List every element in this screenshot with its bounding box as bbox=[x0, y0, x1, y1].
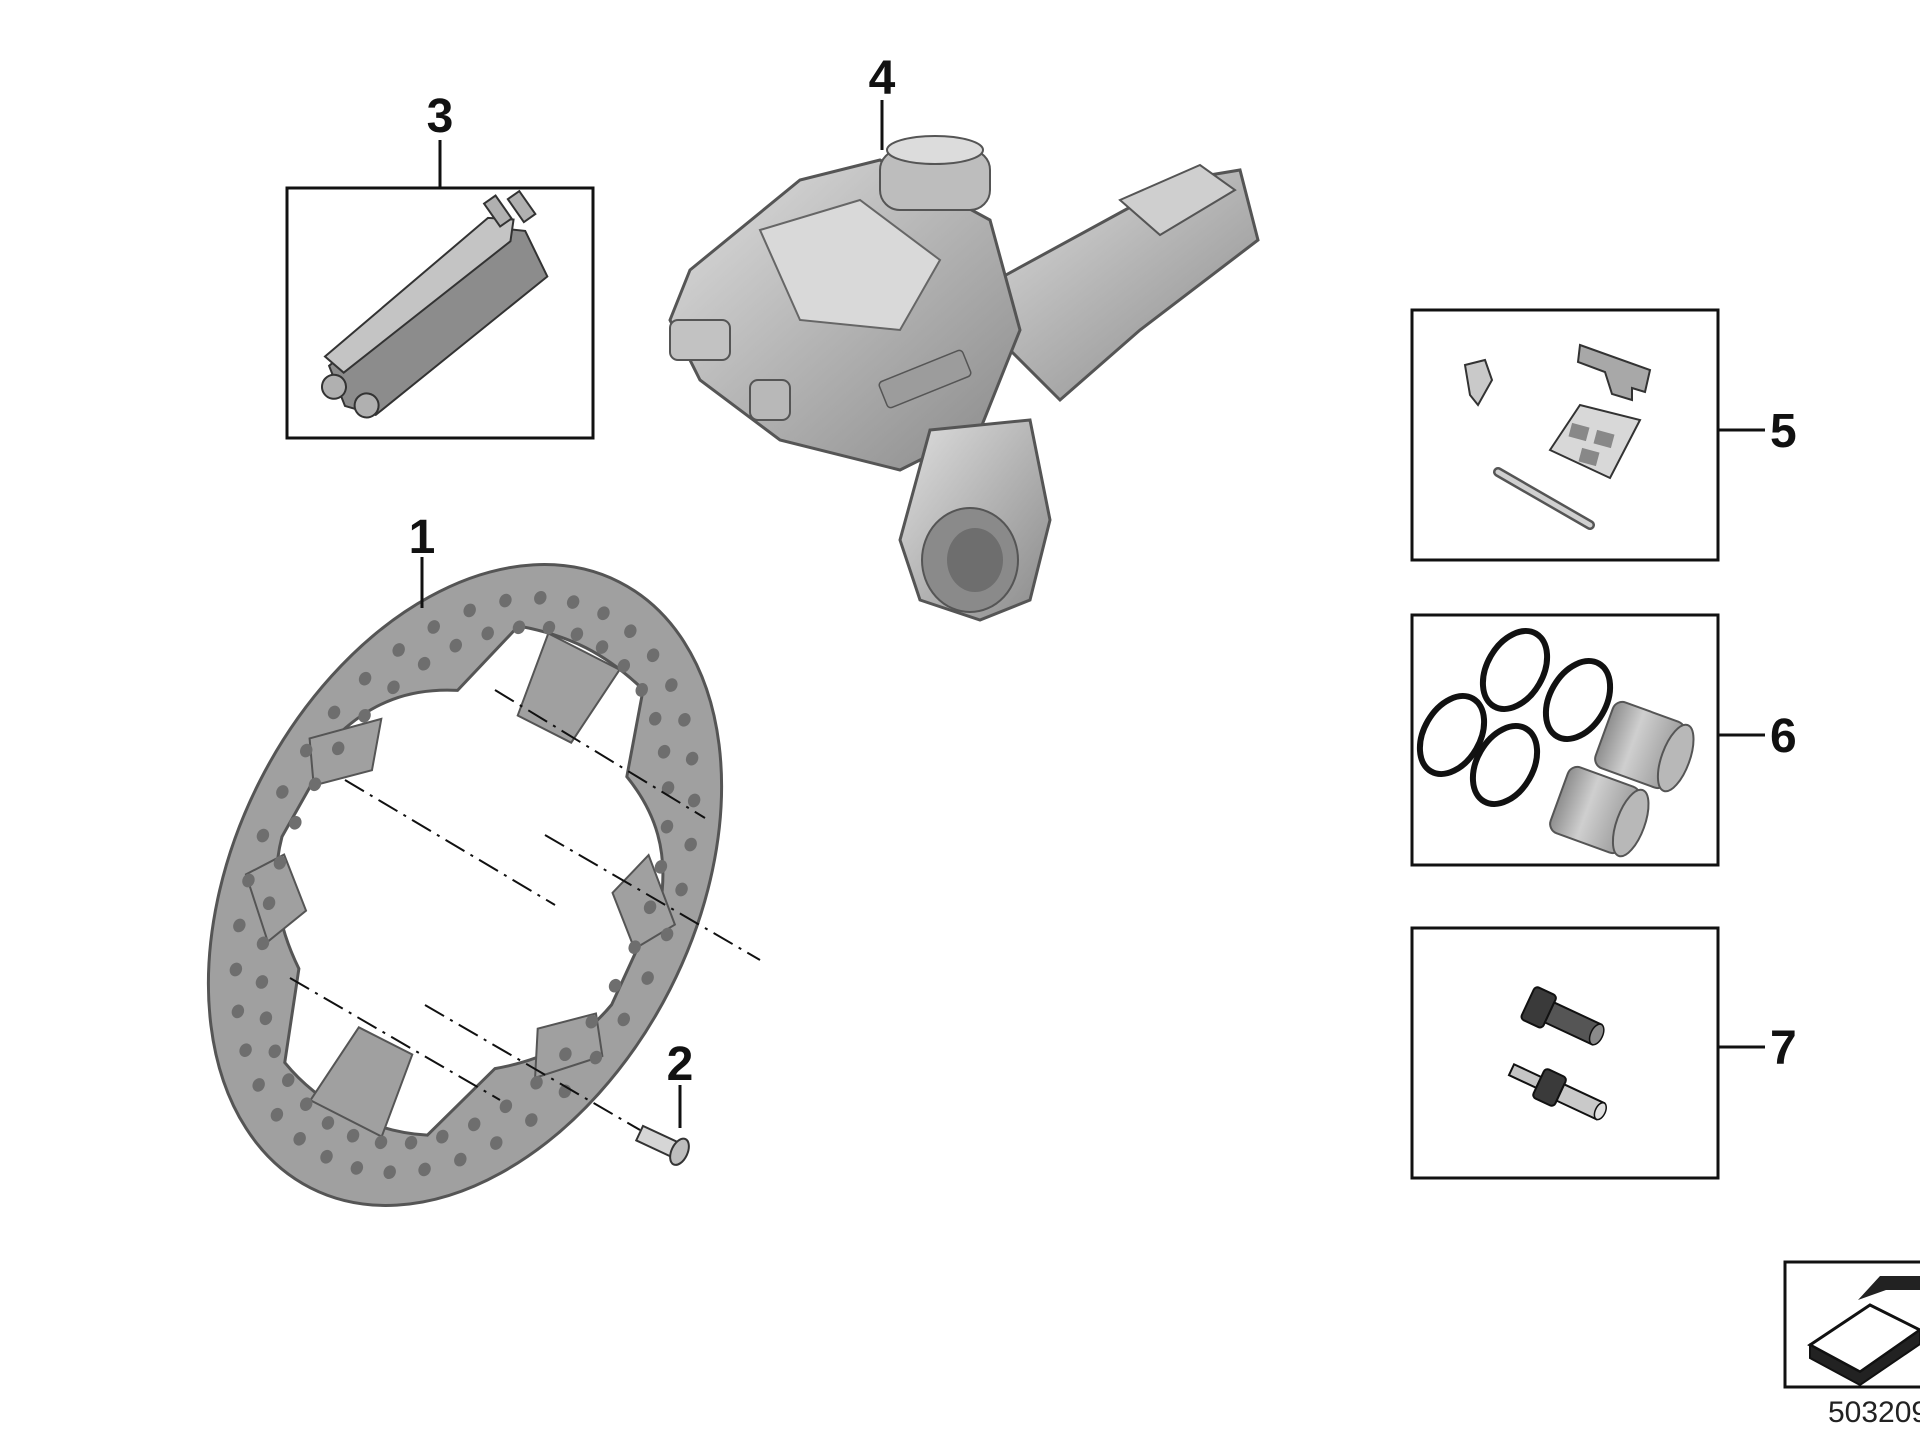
rotor-drill-hole bbox=[585, 1014, 598, 1029]
rotor-drill-hole bbox=[229, 962, 243, 977]
rotor-drill-hole bbox=[641, 971, 654, 985]
rotor-drill-hole bbox=[293, 1131, 306, 1146]
rotor-drill-hole bbox=[233, 918, 246, 933]
rotor-drill-hole bbox=[404, 1135, 418, 1150]
callout-4: 4 bbox=[869, 52, 896, 105]
brake-caliper bbox=[668, 135, 1260, 622]
rotor-drill-hole bbox=[332, 741, 345, 756]
rotor-drill-hole bbox=[684, 837, 697, 852]
callout-5: 5 bbox=[1770, 405, 1797, 458]
rotor-drill-hole bbox=[252, 1078, 265, 1092]
rotor-drill-hole bbox=[463, 603, 476, 618]
hardware-kit-box bbox=[1410, 308, 1720, 562]
rotor-drill-hole bbox=[256, 828, 270, 843]
rotor-drill-hole bbox=[665, 678, 678, 692]
rotor-drill-hole bbox=[654, 859, 668, 874]
rotor-drill-hole bbox=[374, 1135, 388, 1150]
rotor-drill-hole bbox=[358, 671, 372, 686]
seal-piston-box bbox=[1410, 613, 1720, 867]
rotor-drill-hole bbox=[530, 1075, 543, 1090]
rotor-drill-hole bbox=[427, 620, 440, 634]
rotor-drill-hole bbox=[481, 626, 494, 641]
rotor-drill-hole bbox=[282, 1073, 295, 1087]
bolt-kit-box bbox=[1410, 926, 1720, 1180]
rotor-drill-hole bbox=[256, 936, 270, 951]
rotor-drill-hole bbox=[687, 793, 701, 808]
rotor-drill-hole bbox=[268, 1044, 282, 1059]
rotor-drill-hole bbox=[595, 640, 609, 654]
rotor-drill-hole bbox=[289, 815, 302, 830]
rotor-drill-hole bbox=[661, 781, 675, 795]
rotor-drill-hole bbox=[617, 1012, 630, 1027]
rotor-drill-hole bbox=[262, 896, 276, 911]
rotor-drill-hole bbox=[454, 1152, 467, 1167]
rotor-drill-hole bbox=[270, 1107, 284, 1122]
rotor-drill-hole bbox=[327, 705, 341, 720]
rotor-drill-hole bbox=[660, 819, 674, 834]
rotor-drill-hole bbox=[512, 620, 526, 635]
rotor-drill-hole bbox=[276, 785, 289, 799]
rotor-drill-hole bbox=[320, 1149, 333, 1164]
rotor-drill-hole bbox=[499, 593, 512, 608]
rotor-drill-hole bbox=[646, 648, 660, 663]
rotor-bolt bbox=[634, 1124, 690, 1166]
callout-6: 6 bbox=[1770, 710, 1797, 763]
rotor-drill-hole bbox=[346, 1128, 360, 1143]
rotor-drill-hole bbox=[308, 777, 322, 792]
rotor-drill-hole bbox=[383, 1165, 396, 1180]
rotor-drill-hole bbox=[608, 978, 622, 993]
rotor-drill-hole bbox=[468, 1117, 481, 1132]
rotor-drill-hole bbox=[436, 1129, 449, 1144]
rotor-drill-hole bbox=[617, 659, 631, 673]
rotor-drill-hole bbox=[449, 638, 462, 653]
rotor-drill-hole bbox=[321, 1116, 335, 1130]
rotor-drill-hole bbox=[417, 656, 431, 671]
rotor-drill-hole bbox=[678, 712, 691, 727]
rotor-drill-hole bbox=[387, 680, 400, 695]
rotor-drill-hole bbox=[525, 1113, 538, 1127]
rotor-drill-hole bbox=[255, 975, 269, 989]
rotor-drill-hole bbox=[648, 711, 662, 726]
callout-1: 1 bbox=[409, 511, 436, 564]
leader-lines bbox=[420, 100, 1765, 1128]
rotor-drill-hole bbox=[299, 1097, 313, 1111]
callout-3: 3 bbox=[427, 90, 454, 143]
rotor-drill-hole bbox=[566, 595, 580, 609]
brake-disc bbox=[206, 563, 761, 1207]
rotor-drill-hole bbox=[239, 1043, 252, 1058]
rotor-drill-hole bbox=[300, 743, 313, 758]
brake-pad-box bbox=[285, 186, 595, 440]
callout-2: 2 bbox=[667, 1038, 694, 1091]
rotor-drill-hole bbox=[657, 744, 671, 759]
rotor-drill-hole bbox=[542, 620, 556, 635]
rotor-drill-hole bbox=[259, 1011, 273, 1026]
rotor-drill-hole bbox=[490, 1136, 503, 1150]
rotor-drill-hole bbox=[231, 1004, 245, 1019]
rotor-drill-hole bbox=[273, 855, 287, 870]
rotor-drill-hole bbox=[685, 751, 699, 766]
rotor-drill-hole bbox=[624, 624, 637, 639]
document-number: 503209 bbox=[1828, 1396, 1920, 1429]
rotor-drill-hole bbox=[350, 1161, 364, 1175]
rotor-drill-hole bbox=[589, 1050, 603, 1065]
rotor-drill-hole bbox=[643, 900, 657, 915]
rotor-drill-hole bbox=[499, 1099, 513, 1114]
rotor-drill-hole bbox=[358, 708, 371, 723]
callout-7: 7 bbox=[1770, 1022, 1797, 1075]
rotor-drill-hole bbox=[418, 1162, 431, 1177]
rotor-drill-hole bbox=[660, 927, 674, 942]
rotor-drill-hole bbox=[534, 590, 547, 605]
rotor-drill-hole bbox=[635, 683, 648, 697]
rotor-drill-hole bbox=[392, 643, 405, 657]
rotor-drill-hole bbox=[597, 606, 610, 621]
rotor-drill-hole bbox=[675, 882, 688, 897]
rotor-drill-hole bbox=[559, 1047, 572, 1062]
rotor-drill-hole bbox=[570, 627, 584, 642]
doc-symbol bbox=[1783, 1260, 1920, 1389]
rotor-drill-hole bbox=[242, 873, 255, 888]
rotor-drill-hole bbox=[628, 940, 641, 955]
